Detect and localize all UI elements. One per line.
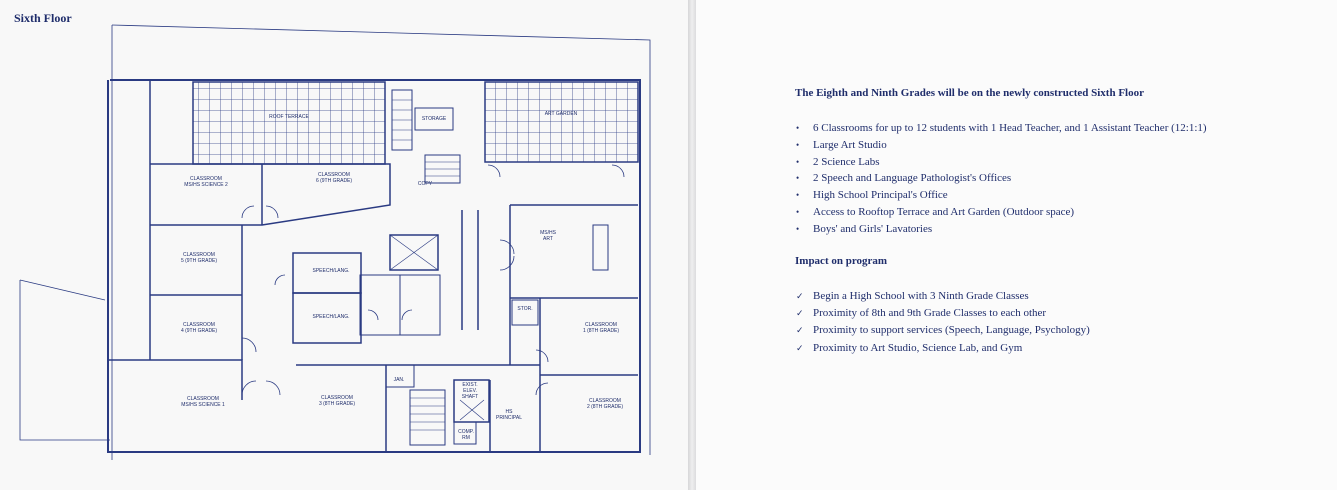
list-item: ✓Proximity of 8th and 9th Grade Classes … — [794, 305, 1090, 322]
label-classroom-science2: CLASSROOM — [190, 176, 222, 182]
main-heading: The Eighth and Ninth Grades will be on t… — [795, 87, 1144, 99]
bullet-icon: • — [796, 139, 800, 150]
label-roof-terrace: ROOF TERRACE — [269, 114, 309, 120]
label-classroom-3-sub: 3 (8TH GRADE) — [319, 401, 355, 407]
label-classroom-1-sub: 1 (8TH GRADE) — [583, 328, 619, 334]
checkmark-icon: ✓ — [796, 325, 804, 336]
label-classroom-science2-sub: MS/HS SCIENCE 2 — [184, 182, 228, 188]
label-comp-room-sub: RM — [462, 435, 470, 441]
label-elev-shaft-2: ELEV. — [463, 388, 477, 394]
label-classroom-4: CLASSROOM — [183, 322, 215, 328]
bullet-icon: • — [796, 173, 800, 184]
bullet-icon: • — [796, 190, 800, 201]
label-copy: COPY — [418, 181, 433, 187]
label-comp-room: COMP. — [458, 429, 474, 435]
label-classroom-1: CLASSROOM — [585, 322, 617, 328]
floor-plan-page: Sixth Floor — [0, 0, 688, 490]
label-elev-shaft: EXIST. — [462, 382, 477, 388]
label-classroom-6: CLASSROOM — [318, 172, 350, 178]
checkmark-icon: ✓ — [796, 291, 804, 301]
label-stor: STOR. — [517, 306, 532, 312]
bullet-icon: • — [796, 156, 800, 167]
list-item: •2 Science Labs — [794, 154, 1207, 171]
label-janitor: JAN. — [394, 377, 405, 383]
list-item: •Large Art Studio — [794, 137, 1207, 154]
label-classroom-2-sub: 2 (8TH GRADE) — [587, 404, 623, 410]
label-storage: STORAGE — [422, 116, 447, 122]
checkmark-icon: ✓ — [796, 308, 804, 319]
label-classroom-2: CLASSROOM — [589, 398, 621, 404]
list-item: ✓Begin a High School with 3 Ninth Grade … — [794, 288, 1090, 305]
list-item: •Access to Rooftop Terrace and Art Garde… — [794, 204, 1207, 221]
label-art-sub: ART — [543, 236, 553, 242]
list-item: ✓Proximity to Art Studio, Science Lab, a… — [794, 340, 1090, 357]
label-speech-lang-2: SPEECH/LANG. — [313, 314, 350, 320]
floor-plan-drawing: ROOF TERRACE STORAGE ART GARDEN CLASSROO… — [19, 24, 651, 460]
label-art-garden: ART GARDEN — [545, 111, 578, 117]
bullet-icon: • — [796, 223, 800, 234]
list-item: •Boys' and Girls' Lavatories — [794, 221, 1207, 238]
description-page: The Eighth and Ninth Grades will be on t… — [696, 0, 1337, 490]
label-classroom-6-sub: 6 (9TH GRADE) — [316, 178, 352, 184]
list-item: ✓Proximity to support services (Speech, … — [794, 322, 1090, 339]
label-elev-shaft-3: SHAFT — [462, 394, 478, 400]
label-classroom-5: CLASSROOM — [183, 252, 215, 258]
label-classroom-3: CLASSROOM — [321, 395, 353, 401]
impact-list: ✓Begin a High School with 3 Ninth Grade … — [794, 288, 1090, 357]
book-spine — [688, 0, 696, 490]
label-art: MS/HS — [540, 230, 557, 236]
list-item: •High School Principal's Office — [794, 187, 1207, 204]
label-classroom-4-sub: 4 (9TH GRADE) — [181, 328, 217, 334]
features-list: •6 Classrooms for up to 12 students with… — [794, 120, 1207, 238]
impact-heading: Impact on program — [795, 255, 888, 267]
label-principal: HS — [506, 409, 514, 415]
floor-title: Sixth Floor — [14, 11, 72, 25]
checkmark-icon: ✓ — [796, 342, 804, 353]
list-item: •6 Classrooms for up to 12 students with… — [794, 120, 1207, 137]
list-item: •2 Speech and Language Pathologist's Off… — [794, 170, 1207, 187]
label-principal-sub: PRINCIPAL — [496, 415, 522, 421]
label-speech-lang-1: SPEECH/LANG. — [313, 268, 350, 274]
label-classroom-science1: CLASSROOM — [187, 396, 219, 402]
label-classroom-science1-sub: MS/HS SCIENCE 1 — [181, 402, 225, 408]
label-classroom-5-sub: 5 (9TH GRADE) — [181, 258, 217, 264]
bullet-icon: • — [796, 123, 800, 133]
bullet-icon: • — [796, 206, 800, 217]
